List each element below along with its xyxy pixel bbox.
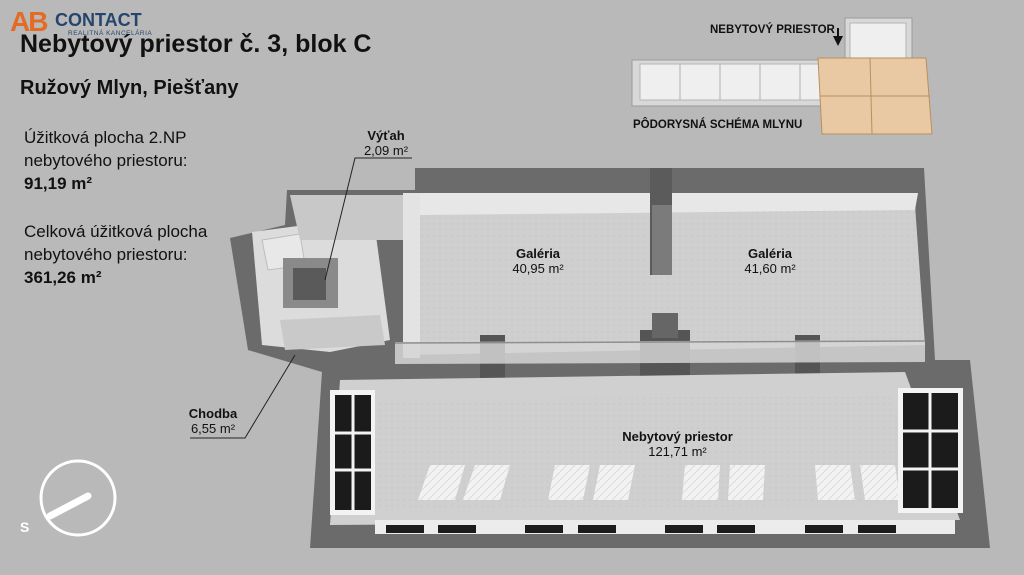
mini-plan-bottom-label: PÔDORYSNÁ SCHÉMA MLYNU xyxy=(633,119,803,131)
room-area-galeria-2: 41,60 m² xyxy=(744,261,796,276)
page-title: Nebytový priestor č. 3, blok C xyxy=(20,30,372,58)
elevator-cab xyxy=(293,268,326,300)
logo-mark: AB xyxy=(10,6,48,37)
floor-skylights xyxy=(418,465,900,500)
room-area-chodba: 6,55 m² xyxy=(190,421,236,436)
room-label-nebytovy-priestor: Nebytový priestor 121,71 m² xyxy=(600,429,755,459)
room-label-galeria-1: Galéria 40,95 m² xyxy=(488,246,588,276)
room-label-galeria-2: Galéria 41,60 m² xyxy=(720,246,820,276)
room-name-galeria-2: Galéria xyxy=(747,246,793,261)
room-label-chodba: Chodba 6,55 m² xyxy=(178,406,248,436)
logo-brand: CONTACT xyxy=(55,10,142,30)
pillar-mid-top xyxy=(652,313,678,338)
location-subtitle: Ružový Mlyn, Piešťany xyxy=(20,77,239,99)
room-area-galeria-1: 40,95 m² xyxy=(512,261,564,276)
gallery-floor xyxy=(405,205,925,355)
usable-area-label-1: Úžitková plocha 2.NP xyxy=(24,128,187,147)
stair-upper xyxy=(290,195,415,240)
usable-area-label-2: nebytového priestoru: xyxy=(24,151,188,170)
room-name-nebytovy-priestor: Nebytový priestor xyxy=(622,429,733,444)
total-area-label-1: Celková úžitková plocha xyxy=(24,222,208,241)
total-area-info: Celková úžitková plocha nebytového pries… xyxy=(24,220,207,289)
total-area-label-2: nebytového priestoru: xyxy=(24,245,188,264)
mini-arrow xyxy=(833,36,843,46)
chodba-leader xyxy=(190,354,296,439)
left-window xyxy=(330,390,375,515)
mini-site-plan xyxy=(631,17,933,135)
usable-area-info: Úžitková plocha 2.NP nebytového priestor… xyxy=(24,126,188,195)
room-area-nebytovy-priestor: 121,71 m² xyxy=(648,444,707,459)
stair-landing xyxy=(280,315,385,350)
room-area-vytah: 2,09 m² xyxy=(363,143,409,158)
company-logo: AB CONTACT REALITNÁ KANCELÁRIA xyxy=(10,6,190,40)
bottom-windows xyxy=(375,520,955,534)
right-window xyxy=(898,388,963,513)
railing xyxy=(395,340,925,364)
usable-area-value: 91,19 m² xyxy=(24,174,93,193)
mini-plan-top-label: NEBYTOVÝ PRIESTOR xyxy=(710,24,835,36)
room-label-vytah: Výťah 2,09 m² xyxy=(348,128,424,158)
room-name-galeria-1: Galéria xyxy=(515,246,561,261)
room-name-chodba: Chodba xyxy=(188,406,238,421)
total-area-value: 361,26 m² xyxy=(24,268,102,287)
logo-tagline: REALITNÁ KANCELÁRIA xyxy=(68,30,153,37)
room-name-vytah: Výťah xyxy=(367,128,405,143)
compass xyxy=(39,459,117,537)
gallery-left-wall xyxy=(403,193,420,358)
gallery-divider-face xyxy=(652,205,672,275)
vytah-leader xyxy=(324,157,412,281)
compass-label: S xyxy=(20,519,30,535)
